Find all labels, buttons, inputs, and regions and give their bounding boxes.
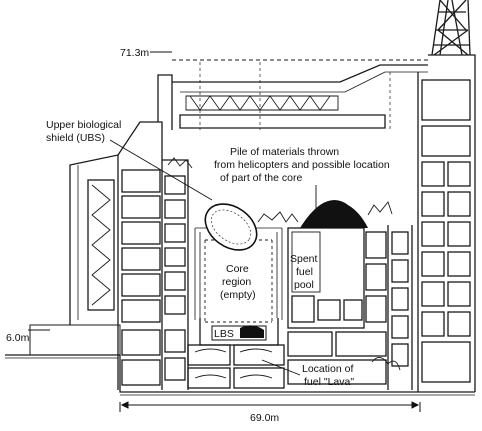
label-lbs: LBS (214, 328, 234, 340)
label-pile-line2: from helicopters and possible location (214, 159, 390, 171)
label-ubs-line2: shield (UBS) (46, 132, 105, 144)
label-pile-line3: of part of the core (220, 172, 302, 184)
dimension-ground-height: 6.0m (6, 332, 30, 344)
lbs-area (211, 325, 267, 341)
label-spent-line3: pool (294, 279, 314, 291)
label-ubs-line1: Upper biological (46, 119, 121, 131)
leader-lines (28, 51, 317, 376)
label-lava-line2: fuel "Lava" (304, 376, 354, 388)
roof-structure (157, 59, 430, 130)
right-column (417, 54, 476, 392)
label-core-line2: region (222, 276, 251, 288)
label-core-line3: (empty) (220, 289, 256, 301)
dimension-width: 69.0m (250, 412, 279, 424)
left-wing (29, 154, 121, 356)
upper-biological-shield (204, 203, 258, 251)
dimension-top-height: 71.3m (120, 47, 149, 59)
crane-tower (431, 0, 471, 56)
label-spent-line2: fuel (296, 266, 313, 278)
label-core-line1: Core (226, 263, 249, 275)
label-lava-line1: Location of (302, 363, 353, 375)
main-left-column (117, 121, 189, 390)
debris-rubble (167, 157, 401, 371)
width-dimension-line (119, 401, 421, 412)
label-pile-line1: Pile of materials thrown (230, 146, 339, 158)
ground-line (5, 354, 475, 396)
material-pile (300, 200, 368, 228)
lower-structure (187, 344, 285, 389)
label-spent-line1: Spent (290, 253, 318, 265)
spent-fuel-block (287, 225, 413, 390)
